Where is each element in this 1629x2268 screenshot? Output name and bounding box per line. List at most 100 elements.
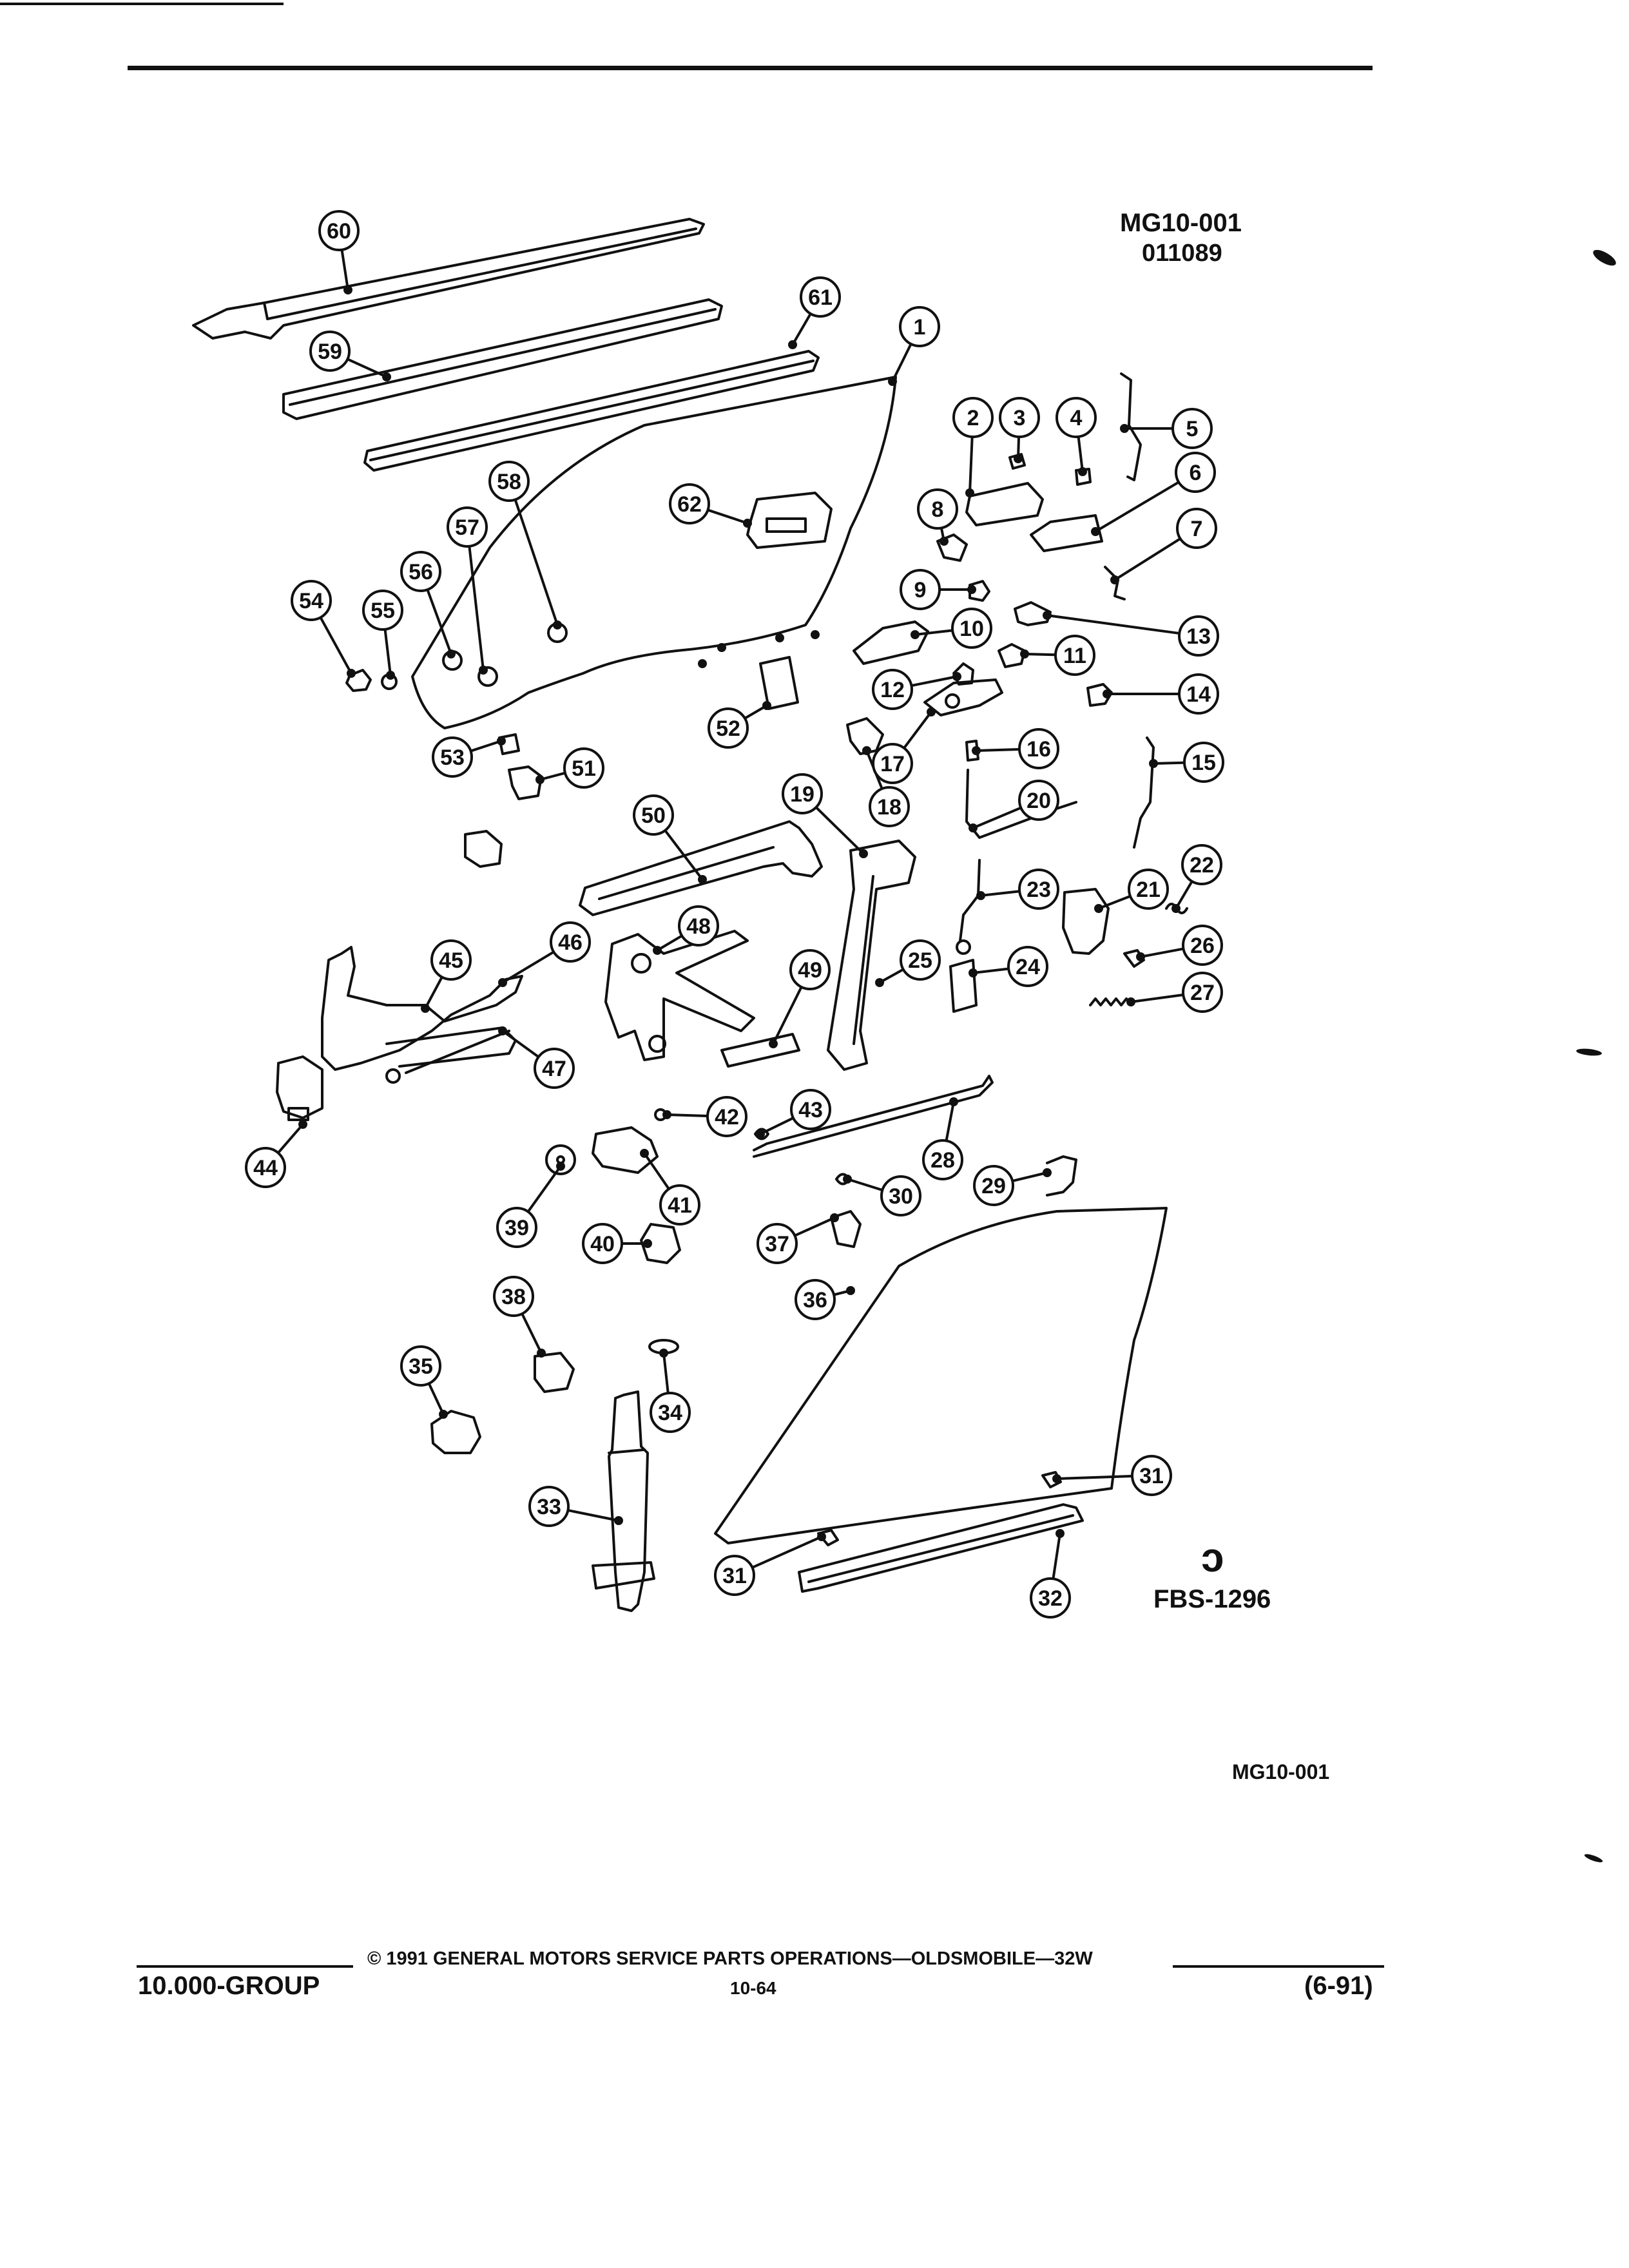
callout-number: 5 <box>1186 417 1199 441</box>
callout-bubble <box>708 707 749 749</box>
callout-bubble <box>1178 673 1219 715</box>
callout-arrowhead <box>1055 1529 1065 1538</box>
callout-arrowhead <box>843 1175 852 1184</box>
callout-number: 40 <box>590 1232 615 1256</box>
callout-arrowhead <box>940 537 949 546</box>
callout-arrowhead <box>298 1120 307 1129</box>
callout-leader <box>1097 895 1132 910</box>
callout-number: 55 <box>371 599 395 623</box>
callout-number: 32 <box>1038 1586 1063 1611</box>
callout-bubble <box>922 1139 963 1180</box>
callout-number: 11 <box>1063 644 1086 668</box>
callout-arrowhead <box>965 488 974 497</box>
callout-bubble <box>789 949 831 990</box>
callout-number: 16 <box>1027 737 1051 762</box>
callout-leader <box>1077 436 1084 473</box>
callout-leader <box>1012 1171 1048 1182</box>
callout-bubble <box>782 773 823 814</box>
callout-leader <box>666 1113 709 1118</box>
callout-number: 33 <box>537 1495 561 1519</box>
callout-arrowhead <box>535 775 545 784</box>
callout-number: 18 <box>877 795 901 820</box>
callout-leader <box>794 1216 836 1237</box>
callout-arrowhead <box>972 746 981 755</box>
callout-bubble <box>678 905 719 947</box>
callout-number: 41 <box>668 1193 692 1218</box>
footer-right-rule <box>1173 1965 1384 1968</box>
callout-arrowhead <box>614 1516 623 1525</box>
callout-arrowhead <box>846 1286 855 1295</box>
callout-number: 46 <box>558 930 583 955</box>
callout-bubble <box>1054 635 1095 676</box>
callout-bubble <box>400 1345 441 1387</box>
callout-leader <box>911 675 958 687</box>
callout-bubble <box>362 590 403 631</box>
callout-bubble <box>309 331 351 372</box>
callout-arrowhead <box>1120 424 1129 433</box>
callout-leader <box>972 807 1022 829</box>
top-left-scan-rule <box>0 3 284 5</box>
callout-leader <box>527 1165 562 1213</box>
callout-arrowhead <box>1091 527 1100 536</box>
callout-arrowhead <box>1043 1168 1052 1177</box>
callout-number: 49 <box>798 958 822 983</box>
callout-number: 39 <box>505 1216 529 1240</box>
callout-leader <box>969 436 974 494</box>
callout-bubble <box>757 1223 798 1264</box>
callout-bubble <box>1131 1455 1172 1496</box>
callout-number: 36 <box>803 1288 827 1312</box>
part-weatherstrip-62 <box>363 350 820 472</box>
callout-bubble <box>900 569 941 610</box>
callout-bubble <box>318 210 360 251</box>
callout-arrowhead <box>875 978 884 987</box>
callout-number: 7 <box>1191 517 1203 541</box>
callout-bubble <box>488 461 530 502</box>
callout-leader <box>914 629 954 636</box>
callout-bubble <box>659 1184 700 1225</box>
part-weatherstrip-62-edge <box>369 360 815 461</box>
callout-number: 21 <box>1136 878 1161 902</box>
callout-bubble <box>1018 869 1059 910</box>
figure-footer-code: MG10-001 <box>1232 1760 1330 1783</box>
callout-bubble <box>291 580 332 621</box>
callout-bubble <box>999 397 1040 438</box>
callout-arrowhead <box>788 340 797 349</box>
callout-arrowhead <box>698 875 707 884</box>
copyright-line: © 1991 GENERAL MOTORS SERVICE PARTS OPER… <box>367 1948 1093 1969</box>
callout-arrowhead <box>949 1097 958 1106</box>
callout-leader <box>426 589 452 655</box>
callout-arrowhead <box>1020 649 1029 658</box>
callout-number: 31 <box>1139 1464 1164 1488</box>
callout-arrowhead <box>1171 904 1181 913</box>
callout-bubble <box>795 1279 836 1320</box>
callout-arrowhead <box>653 946 662 955</box>
callout-arrowhead <box>762 701 771 710</box>
parts-artwork <box>192 218 1188 1612</box>
part-weatherstrip-60 <box>282 298 723 420</box>
part-motor-44 <box>276 1055 323 1119</box>
callout-leader <box>643 1152 670 1190</box>
callout-leader <box>1046 614 1181 635</box>
callout-number: 22 <box>1190 853 1214 878</box>
callout-arrowhead <box>343 285 352 294</box>
service-symbol-icon: ↄ <box>1201 1534 1224 1581</box>
callout-number: 61 <box>808 285 833 310</box>
callout-bubble <box>900 939 941 981</box>
callout-arrowhead <box>1094 904 1103 913</box>
callout-leader <box>501 950 555 984</box>
callout-leader <box>468 545 485 671</box>
callout-bubble <box>714 1555 755 1596</box>
part-channel-33 <box>608 1390 649 1612</box>
callout-arrowhead <box>911 630 920 639</box>
callout-number: 3 <box>1014 406 1026 430</box>
callout-bubble <box>1055 397 1097 438</box>
callout-bubble <box>706 1096 747 1137</box>
callout-leader <box>891 343 912 383</box>
callout-number: 47 <box>542 1057 566 1081</box>
callout-arrowhead <box>817 1532 826 1541</box>
callout-arrowhead <box>447 649 456 658</box>
callout-leaders <box>277 249 1193 1580</box>
callout-bubble <box>633 794 674 836</box>
callout-number: 53 <box>440 745 465 770</box>
